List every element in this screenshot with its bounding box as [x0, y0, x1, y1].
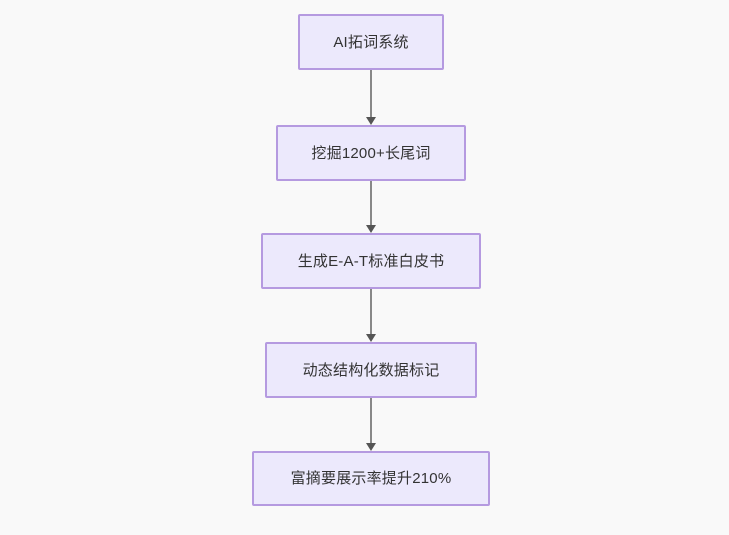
flow-node-label: 动态结构化数据标记: [302, 361, 440, 379]
flow-node-label: 生成E-A-T标准白皮书: [297, 252, 445, 270]
flow-node-label: AI拓词系统: [333, 33, 409, 51]
flow-node-structured-data-markup[interactable]: 动态结构化数据标记: [265, 342, 477, 398]
edge-line: [370, 70, 372, 117]
flow-node-label: 挖掘1200+长尾词: [311, 144, 431, 162]
arrowhead-icon: [366, 334, 376, 342]
arrowhead-icon: [366, 225, 376, 233]
flow-node-ai-keyword-system[interactable]: AI拓词系统: [298, 14, 444, 70]
flow-node-longtail-keywords[interactable]: 挖掘1200+长尾词: [276, 125, 466, 181]
edge-line: [370, 181, 372, 225]
edge-line: [370, 398, 372, 443]
arrowhead-icon: [366, 443, 376, 451]
flow-node-label: 富摘要展示率提升210%: [290, 470, 452, 487]
arrowhead-icon: [366, 117, 376, 125]
edge-line: [370, 289, 372, 334]
flow-node-eat-whitepaper[interactable]: 生成E-A-T标准白皮书: [261, 233, 481, 289]
flow-node-rich-snippet-result[interactable]: 富摘要展示率提升210%: [252, 451, 490, 506]
